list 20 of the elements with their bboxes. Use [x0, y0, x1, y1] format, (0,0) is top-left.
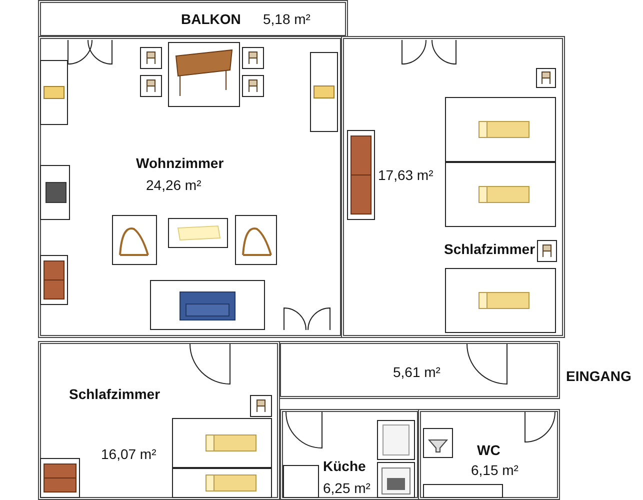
room-outline [38, 341, 280, 500]
room-name: WC [477, 442, 500, 458]
room-name: Küche [323, 458, 366, 474]
room-outline [418, 409, 560, 500]
room-area: 24,26 m² [146, 177, 202, 193]
room-area: 17,63 m² [378, 167, 434, 183]
room-outline [278, 341, 560, 399]
room-name: Schlafzimmer [444, 241, 536, 257]
room-area: 5,18 m² [263, 11, 310, 27]
room-area: 6,15 m² [471, 462, 518, 478]
room-name: BALKON [181, 11, 241, 27]
room-name: Wohnzimmer [136, 155, 224, 171]
room-outline [38, 36, 343, 338]
room-area: 16,07 m² [101, 446, 156, 462]
room-outline [341, 36, 565, 338]
entrance-label: EINGANG [566, 368, 632, 384]
room-name: Schlafzimmer [69, 386, 160, 402]
room-area: 5,61 m² [393, 364, 440, 380]
room-outline [38, 0, 348, 38]
room-area: 6,25 m² [323, 480, 370, 496]
